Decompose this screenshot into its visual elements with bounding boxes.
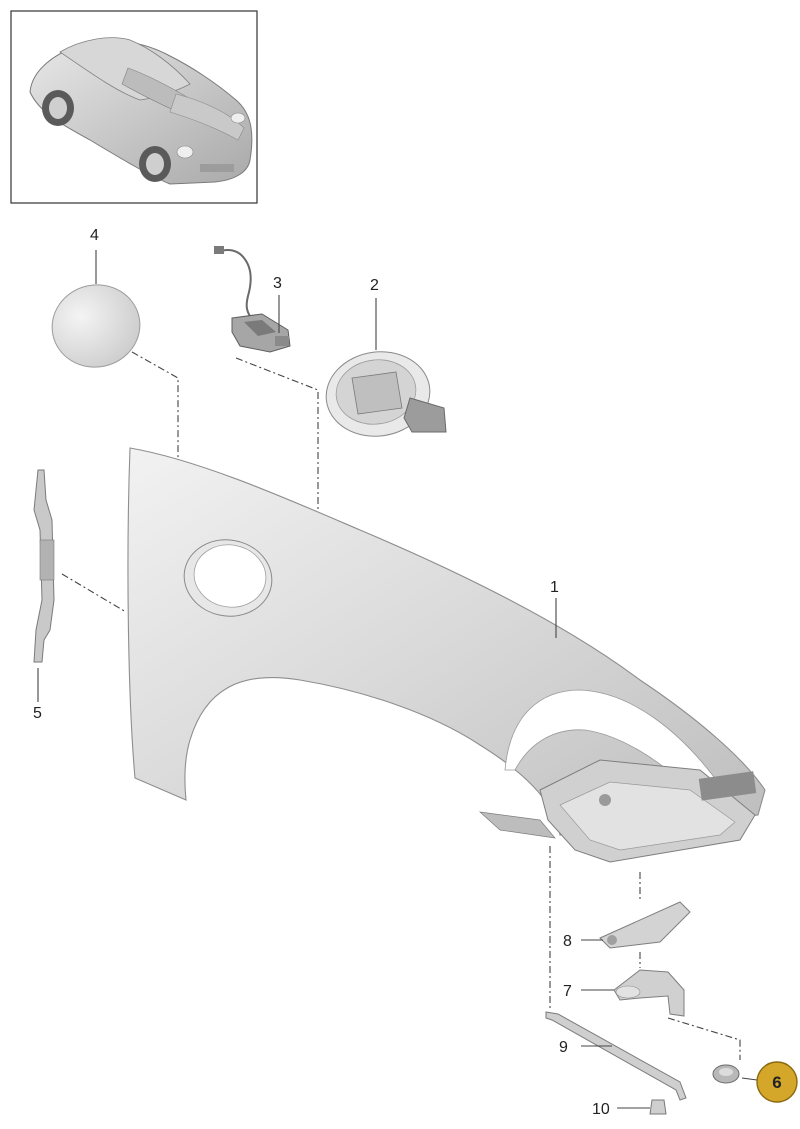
callout-10: 10	[592, 1101, 610, 1118]
angle-bracket	[613, 969, 685, 1017]
side-bracket	[33, 469, 55, 663]
plug-clip	[712, 1064, 740, 1084]
car-illustration	[29, 37, 253, 185]
leader-lines	[37, 250, 758, 1109]
support-rod	[545, 1011, 687, 1101]
callout-6-highlight[interactable]: 6	[756, 1061, 798, 1103]
callout-5: 5	[33, 705, 42, 722]
callout-4: 4	[90, 227, 99, 244]
highlight-badge[interactable]	[756, 1061, 798, 1103]
callout-9: 9	[559, 1039, 568, 1056]
mounting-plate	[599, 901, 691, 949]
vehicle-thumbnail	[10, 10, 258, 204]
callout-8: 8	[563, 933, 572, 950]
callout-6[interactable]: 6	[772, 1073, 781, 1092]
callout-3: 3	[273, 275, 282, 292]
front-fender	[127, 447, 766, 863]
small-clip	[649, 1099, 667, 1115]
callout-2: 2	[370, 277, 379, 294]
fuel-filler-flap	[51, 284, 141, 368]
callout-1: 1	[550, 579, 559, 596]
callout-labels: 4 2 3 5 1 8 7 9 10 6	[33, 227, 798, 1118]
callout-7: 7	[563, 983, 572, 1000]
release-actuator	[214, 246, 291, 353]
fuel-filler-housing	[325, 351, 447, 437]
